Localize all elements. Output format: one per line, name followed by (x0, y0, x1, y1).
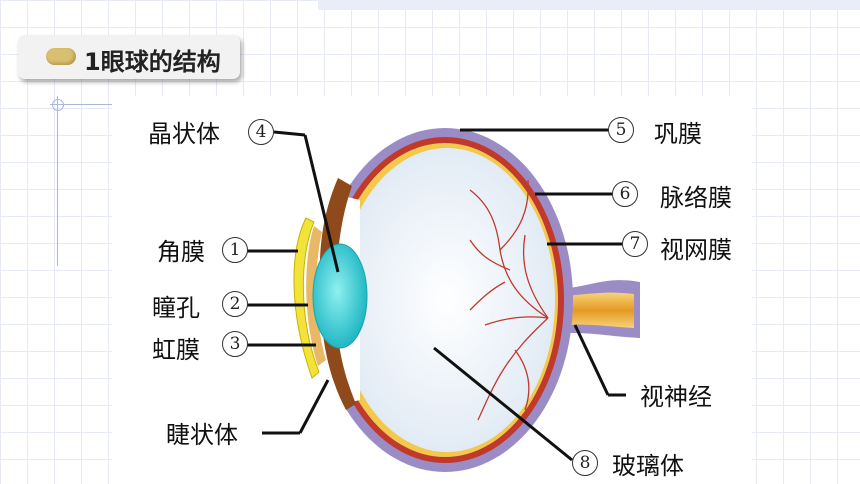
num-5: 5 (608, 117, 634, 143)
label-lens: 晶状体 (148, 120, 220, 148)
decor-line (57, 96, 58, 266)
cornea (293, 217, 320, 379)
retinal-vessels (469, 179, 549, 421)
num-7: 7 (622, 231, 648, 257)
label-optic-nerve: 视神经 (640, 383, 712, 411)
section-title: 1眼球的结构 (84, 48, 221, 76)
title-pill-icon (46, 48, 76, 65)
num-1: 1 (222, 237, 248, 263)
label-sclera: 巩膜 (654, 120, 702, 148)
num-3: 3 (222, 331, 248, 357)
top-band (318, 0, 860, 10)
label-ciliary-body: 睫状体 (166, 421, 238, 449)
leader-lines (246, 128, 626, 462)
num-8: 8 (572, 450, 598, 476)
num-6: 6 (612, 181, 638, 207)
decor-circle (52, 99, 64, 111)
num-4: 4 (248, 119, 274, 145)
label-retina: 视网膜 (660, 236, 732, 264)
label-vitreous: 玻璃体 (612, 452, 684, 480)
lens (312, 243, 368, 349)
num-2: 2 (222, 291, 248, 317)
vitreous-body (339, 148, 555, 452)
label-iris: 虹膜 (152, 336, 200, 364)
label-pupil: 瞳孔 (152, 294, 200, 322)
label-choroid: 脉络膜 (660, 184, 732, 212)
section-title-box: 1眼球的结构 (18, 35, 240, 79)
label-cornea: 角膜 (157, 238, 205, 266)
